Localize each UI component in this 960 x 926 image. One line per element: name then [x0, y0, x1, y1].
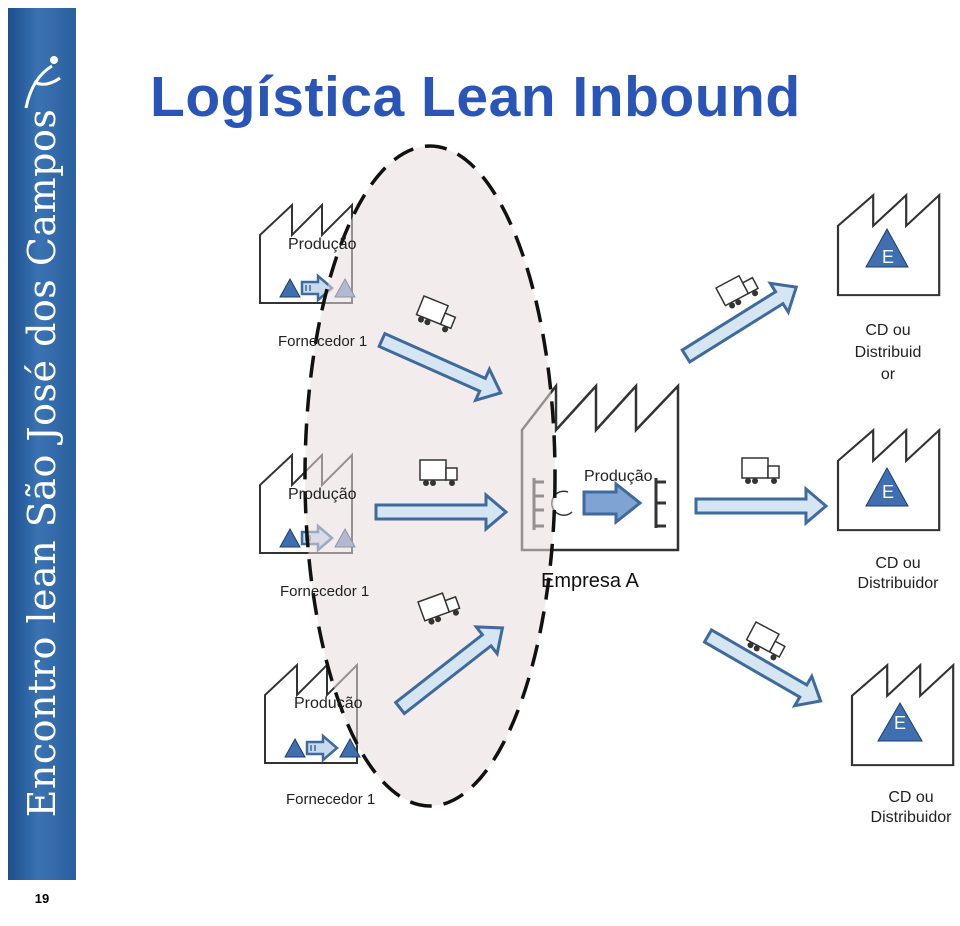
- page-title: Logística Lean Inbound: [150, 65, 801, 129]
- sidebar: Encontro lean São José dos Campos: [8, 8, 76, 918]
- supplier-factory-3: [264, 664, 361, 764]
- distributor-name: CD ou Distribuid or: [854, 322, 922, 383]
- truck-icon: [741, 457, 780, 485]
- supplier-name: Fornecedor 1: [286, 791, 376, 808]
- distributor-name: CD ou Distribuidor: [870, 789, 952, 826]
- company-name: Empresa A: [541, 570, 639, 592]
- supplier-production-label: Produção: [288, 486, 357, 503]
- company-production-label: Produção: [584, 468, 653, 485]
- distributor-badge: E: [893, 713, 906, 733]
- supplier-name: Fornecedor 1: [280, 583, 370, 600]
- distributor-badge: E: [881, 482, 894, 502]
- outbound-arrow-middle: [694, 487, 828, 525]
- figure-logo-icon: [24, 56, 61, 109]
- supplier-production-label: Produção: [288, 236, 357, 253]
- inventory-triangle-icon: [284, 737, 306, 758]
- supplier-name: Fornecedor 1: [278, 333, 368, 350]
- inventory-triangle-icon: [339, 737, 361, 758]
- distributor-triangle-icon: [865, 466, 909, 507]
- inventory-triangle-icon: [279, 527, 301, 548]
- distributor-factory-2: [836, 429, 941, 532]
- company-factory: [520, 382, 680, 552]
- distributor-triangle-icon: [877, 702, 923, 742]
- distributor-triangle-icon: [865, 227, 909, 268]
- supplier-production-label: Produção: [294, 695, 363, 712]
- distributor-badge: E: [881, 247, 894, 267]
- distributor-factory-1: [836, 194, 941, 297]
- inventory-triangle-icon: [279, 277, 301, 298]
- distributor-name: CD ou Distribuidor: [857, 555, 939, 592]
- page-number: 19: [8, 880, 76, 918]
- distributor-factory-3: [850, 664, 955, 767]
